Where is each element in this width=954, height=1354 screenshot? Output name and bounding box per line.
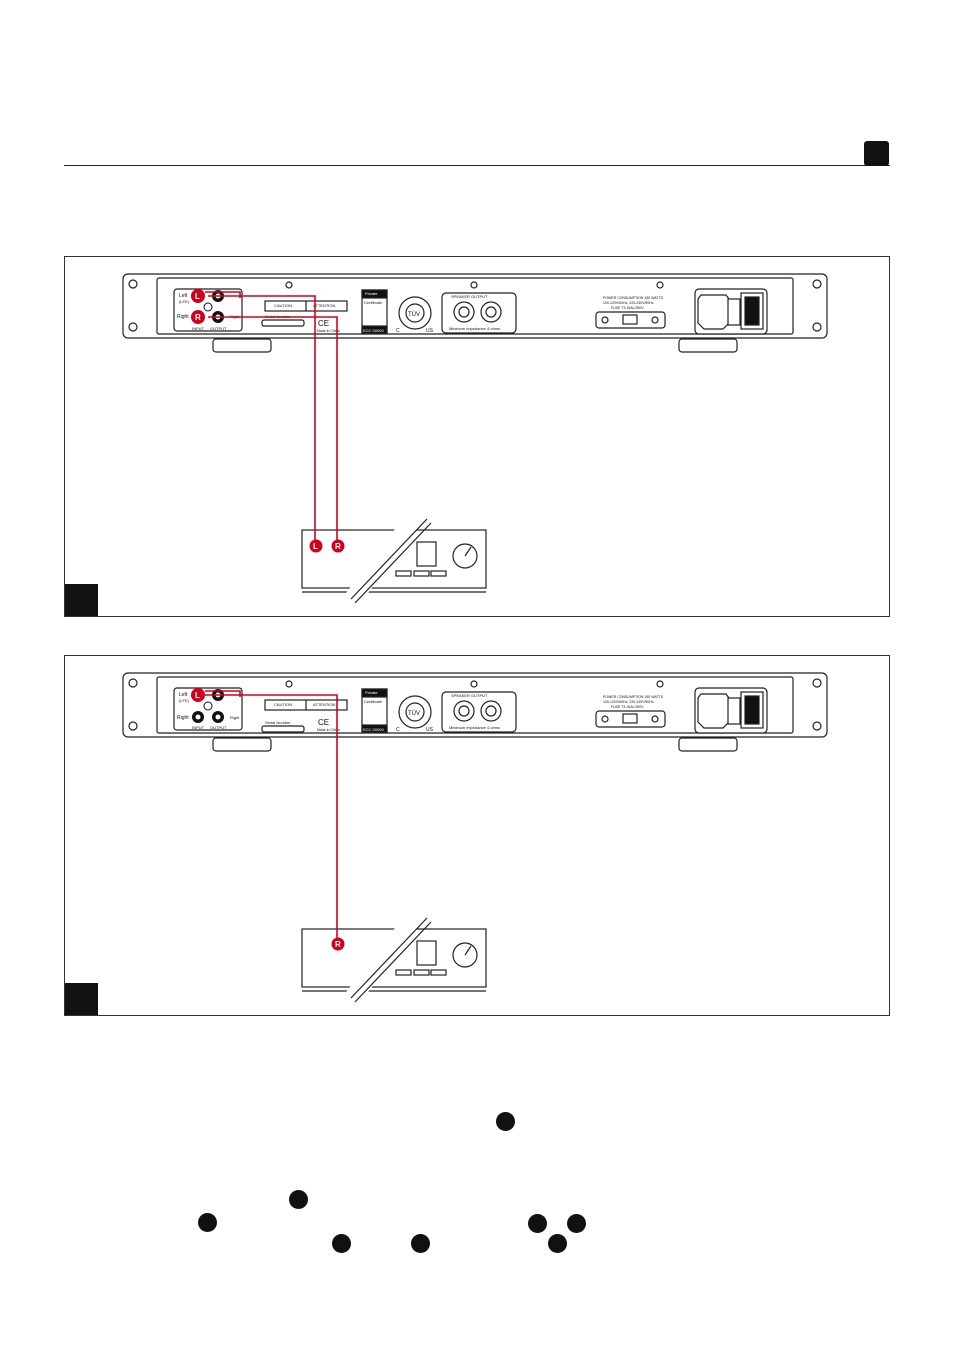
rear-panel-labels-b: Left (LFE) Right Right INPUT OUTPUT CAUT… [177,690,664,733]
amplifier-front-b [301,917,487,1003]
reference-dot [548,1234,567,1253]
tuv-label-b: TÜV [408,710,420,717]
reference-dot [411,1234,430,1253]
caution-label: CAUTION [274,303,292,308]
impedance-label: Minimum impedance 4 ohms [449,326,500,331]
input-right-label: Right [177,314,189,320]
made-in-label: Made in China [317,329,340,333]
header-rule [64,165,890,166]
output-label-b: OUTPUT [210,725,227,730]
certificate-code-b: ECC 00000 [363,727,384,732]
stereo-connection-diagram: Left (LFE) Right Right INPUT OUTPUT CAUT… [122,273,828,604]
speaker-output-label: SPEAKER OUTPUT [451,294,488,299]
subwoofer-rear-panel-b [122,672,828,752]
tuv-label: TÜV [408,311,420,318]
ce-mark: CE [318,319,329,328]
page-number-badge [864,141,889,166]
input-label: INPUT [192,326,205,331]
amp-jack-l: L [313,542,318,551]
panel-tag-a [65,584,98,616]
power-line1-b: POWER CONSUMPTION 150 WATTS [603,695,664,699]
amp-input-jacks: L R [309,539,345,553]
amp-input-jack-b: R [331,937,345,951]
reference-dot [198,1213,217,1232]
input-label-b: INPUT [192,725,205,730]
made-in-label-b: Made in China [317,728,340,732]
diagram-panel-stereo: Left (LFE) Right Right INPUT OUTPUT CAUT… [64,256,890,617]
cert-us-b: US [426,727,434,733]
cert-c: C [396,328,400,334]
subwoofer-rear-panel [122,273,828,353]
input-jack-l-b: L [195,691,200,700]
output-label: OUTPUT [210,326,227,331]
caution-label-b: CAUTION [274,702,292,707]
reference-dot [567,1214,586,1233]
power-line2: 100-120V/60Hz, 220-240V/50Hz [603,301,654,305]
input-left-sub-b: (LFE) [179,698,190,703]
rear-panel-labels: Left (LFE) Right Right INPUT OUTPUT CAUT… [177,291,664,334]
input-jack-r: R [195,313,201,322]
panel-tag-b [65,983,98,1015]
attention-label: ATTENTION [313,303,335,308]
power-line2-b: 100-120V/60Hz, 220-240V/50Hz [603,700,654,704]
output-right-label-b: Right [230,715,240,720]
certificate-line2-b: Certificate [364,699,383,704]
reference-dot [332,1234,351,1253]
certificate-line1: Private [365,291,378,296]
serial-label-b: Serial Number [265,720,291,725]
rca-jacks-b: L [191,688,224,723]
reference-dot [528,1214,547,1233]
input-left-label-b: Left [179,692,188,698]
input-jack-l: L [195,292,200,301]
reference-dot [289,1190,308,1209]
mono-connection-diagram: Left (LFE) Right Right INPUT OUTPUT CAUT… [122,672,828,1003]
input-right-label-b: Right [177,715,189,721]
power-line1: POWER CONSUMPTION 150 WATTS [603,296,664,300]
speaker-output-label-b: SPEAKER OUTPUT [451,693,488,698]
input-left-sub: (LFE) [179,299,190,304]
impedance-label-b: Minimum impedance 4 ohms [449,725,500,730]
amplifier-front [301,518,487,604]
stereo-cables [205,291,338,543]
certificate-line2: Certificate [364,300,383,305]
reference-dot [496,1112,515,1131]
ce-mark-b: CE [318,718,329,727]
cert-us: US [426,328,434,334]
power-line3: FUSE T3.15AL/250V [611,306,644,310]
diagram-panel-mono: Left (LFE) Right Right INPUT OUTPUT CAUT… [64,655,890,1016]
amp-jack-r: R [335,542,341,551]
cert-c-b: C [396,727,400,733]
input-left-label: Left [179,293,188,299]
attention-label-b: ATTENTION [313,702,335,707]
amp-jack-r-b: R [335,940,341,949]
certificate-code: ECC 00000 [363,328,384,333]
certificate-line1-b: Private [365,690,378,695]
mono-cable [205,690,338,940]
power-line3-b: FUSE T3.15AL/250V [611,705,644,709]
